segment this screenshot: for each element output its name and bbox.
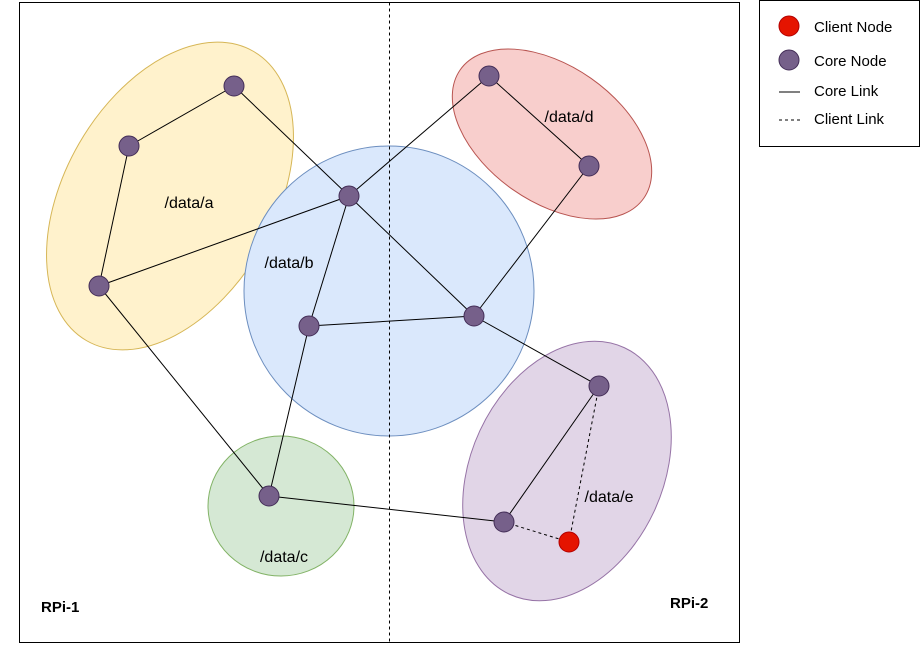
core-node bbox=[298, 315, 320, 337]
legend-client-node-swatch bbox=[778, 15, 800, 37]
core-node bbox=[588, 375, 610, 397]
region-d-label: /data/d bbox=[545, 109, 594, 126]
core-link bbox=[233, 85, 350, 197]
core-links bbox=[98, 75, 600, 523]
partition-left-label: RPi-1 bbox=[41, 599, 79, 616]
core-link bbox=[473, 315, 600, 387]
region-c-ellipse bbox=[207, 435, 355, 577]
core-node bbox=[463, 305, 485, 327]
core-link bbox=[308, 315, 475, 327]
core-node bbox=[118, 135, 140, 157]
core-link bbox=[268, 325, 310, 497]
core-node bbox=[338, 185, 360, 207]
core-link bbox=[503, 385, 600, 523]
core-node bbox=[478, 65, 500, 87]
core-link bbox=[348, 75, 490, 197]
core-node bbox=[493, 511, 515, 533]
region-d-ellipse bbox=[451, 48, 653, 220]
client-node bbox=[558, 531, 580, 553]
region-b-label: /data/b bbox=[265, 255, 314, 272]
client-link bbox=[503, 521, 570, 543]
client-links bbox=[503, 385, 600, 543]
legend: Client Node Core Node Core Link Client L… bbox=[759, 0, 920, 147]
region-e-ellipse bbox=[462, 340, 672, 602]
legend-core-node-swatch bbox=[778, 49, 800, 71]
core-link bbox=[488, 75, 590, 167]
core-node bbox=[88, 275, 110, 297]
core-link bbox=[348, 195, 475, 317]
legend-core-node-label: Core Node bbox=[814, 53, 887, 70]
legend-client-link-label: Client Link bbox=[814, 111, 885, 128]
core-link bbox=[268, 495, 505, 523]
core-link bbox=[98, 145, 130, 287]
core-link bbox=[308, 195, 350, 327]
client-link bbox=[568, 385, 600, 543]
core-link bbox=[473, 165, 590, 317]
core-nodes bbox=[88, 65, 610, 533]
legend-core-link-label: Core Link bbox=[814, 83, 879, 100]
core-node bbox=[578, 155, 600, 177]
legend-client-node-label: Client Node bbox=[814, 19, 892, 36]
partition-right-label: RPi-2 bbox=[670, 595, 708, 612]
core-link bbox=[98, 285, 270, 497]
region-a-label: /data/a bbox=[165, 195, 214, 212]
core-node bbox=[258, 485, 280, 507]
core-link bbox=[98, 195, 350, 287]
core-node bbox=[223, 75, 245, 97]
region-e-label: /data/e bbox=[585, 489, 634, 506]
region-c-label: /data/c bbox=[260, 549, 308, 566]
core-link bbox=[128, 85, 235, 147]
